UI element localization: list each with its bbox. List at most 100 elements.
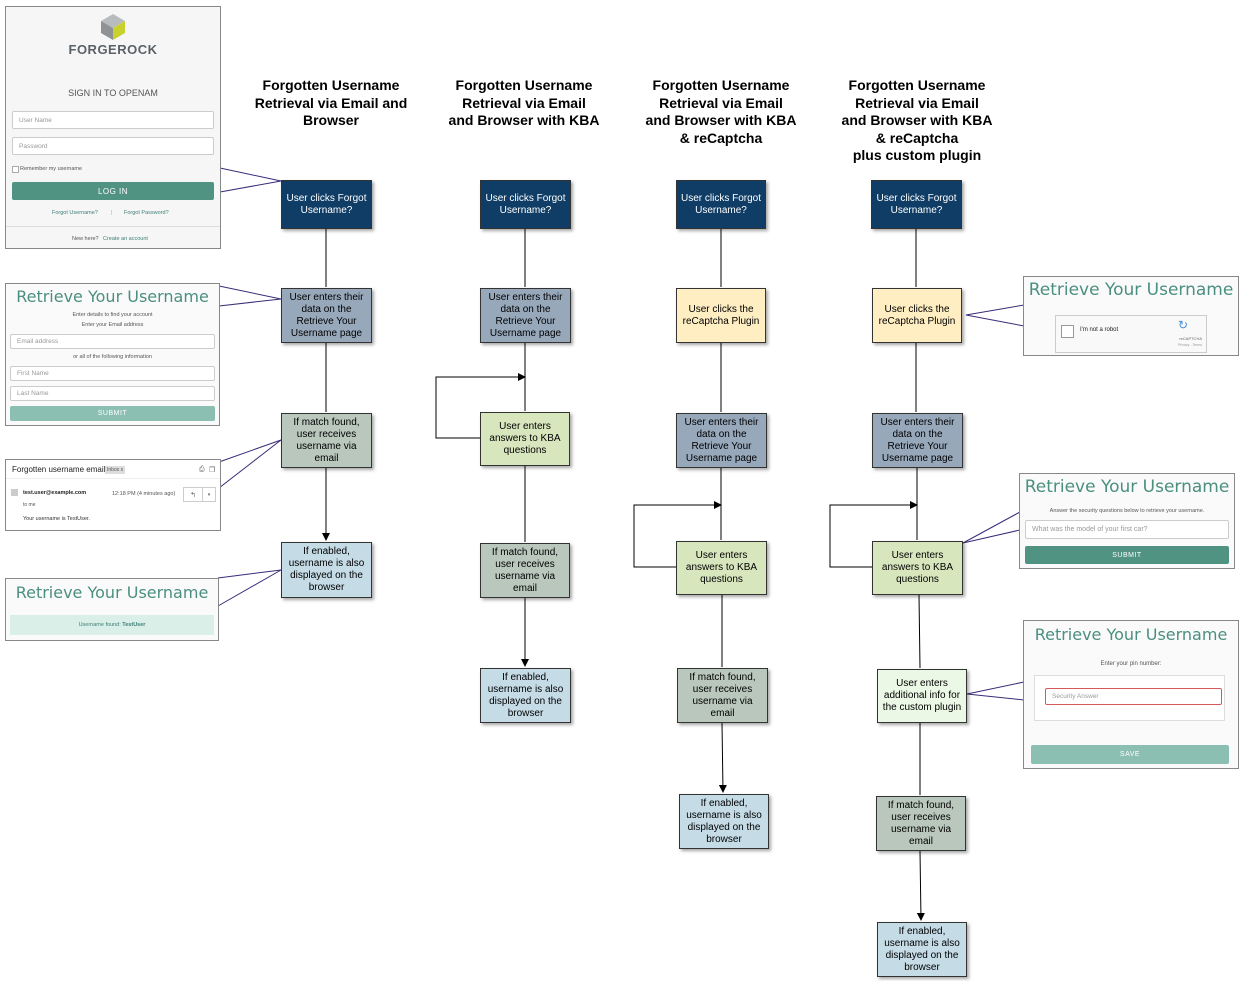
column-title-2: Forgotten Username Retrieval via Email a… [448, 77, 600, 128]
pin-screenshot: Retrieve Your Username Enter your pin nu… [1023, 620, 1239, 769]
not-robot-label: I'm not a robot [1080, 327, 1119, 333]
loop-arrow [435, 373, 526, 439]
reply-icon[interactable]: ↰ [183, 487, 203, 502]
pin-instruction: Enter your pin number: [1100, 661, 1162, 667]
brand-name: FORGEROCK [68, 42, 158, 57]
login-screenshot: FORGEROCK SIGN IN TO OPENAM User Name Pa… [5, 6, 221, 249]
step-kba: User enters answers to KBA questions [676, 541, 767, 595]
email-body: Your username is TestUser. [23, 516, 90, 522]
password-input[interactable]: Password [12, 137, 214, 155]
first-name-input[interactable]: First Name [10, 366, 215, 381]
flow-line [918, 594, 921, 669]
avatar [11, 489, 18, 496]
found-username: TestUser [122, 622, 146, 628]
forgot-password-link[interactable]: Forgot Password? [124, 210, 169, 216]
screenshot-connector [217, 569, 282, 607]
step-match-email: If match found, user receives username v… [281, 413, 372, 468]
username-found-banner: Username found: TestUser [10, 615, 214, 635]
step-display-browser: If enabled, username is also displayed o… [877, 922, 967, 977]
found-label: Username found: [78, 622, 121, 628]
screenshot-connector [962, 511, 1021, 544]
step-recaptcha: User clicks the reCaptcha Plugin [676, 288, 766, 343]
login-heading: SIGN IN TO OPENAM [68, 88, 158, 98]
step-custom-plugin: User enters additional info for the cust… [877, 669, 967, 723]
column-title-3: Forgotten Username Retrieval via Email a… [645, 77, 797, 146]
login-button[interactable]: LOG IN [12, 182, 214, 200]
remember-checkbox[interactable] [12, 166, 19, 173]
screenshot-connector [219, 180, 282, 193]
inbox-tag-label: Inbox [107, 467, 120, 473]
recaptcha-widget[interactable]: I'm not a robot ↻ reCAPTCHA Privacy - Te… [1055, 315, 1207, 353]
retrieve-form-screenshot: Retrieve Your Username Enter details to … [5, 283, 220, 426]
loop-arrow [829, 501, 918, 568]
step-enter-data: User enters their data on the Retrieve Y… [480, 288, 571, 343]
email-to: to me [23, 502, 36, 508]
kba-screenshot: Retrieve Your Username Answer the securi… [1019, 473, 1235, 569]
open-window-icon[interactable]: ❐ [209, 467, 216, 474]
forgot-username-link[interactable]: Forgot Username? [52, 210, 98, 216]
loop-arrow [633, 501, 722, 568]
step-match-email: If match found, user receives username v… [480, 543, 570, 598]
pin-panel: Security Answer [1034, 675, 1225, 721]
screenshot-connector [966, 681, 1025, 695]
recaptcha-icon: ↻ [1178, 318, 1189, 332]
step-kba: User enters answers to KBA questions [480, 412, 570, 466]
username-found-screenshot: Retrieve Your Username Username found: T… [5, 578, 219, 641]
submit-button[interactable]: SUBMIT [10, 406, 215, 421]
step-click-forgot: User clicks Forgot Username? [676, 180, 766, 229]
username-input[interactable]: User Name [12, 111, 214, 129]
screenshot-connector [219, 167, 282, 182]
screenshot-connector [218, 439, 282, 463]
screenshot-connector [218, 298, 282, 307]
email-subject: Forgotten username email [12, 465, 106, 474]
step-match-email: If match found, user receives username v… [677, 668, 768, 723]
remember-label: Remember my username [20, 166, 83, 172]
retrieve-heading: Retrieve Your Username [15, 583, 209, 602]
step-kba: User enters answers to KBA questions [872, 541, 963, 595]
email-from: test.user@example.com [23, 490, 87, 496]
save-button[interactable]: SAVE [1031, 745, 1229, 764]
step-enter-data: User enters their data on the Retrieve Y… [281, 288, 372, 343]
flow-arrow [718, 722, 727, 793]
kba-answer-input[interactable]: What was the model of your first car? [1025, 520, 1229, 539]
column-title-4: Forgotten Username Retrieval via Email a… [841, 77, 993, 163]
retrieve-heading: Retrieve Your Username [1034, 625, 1228, 644]
step-match-email: If match found, user receives username v… [876, 796, 966, 851]
flow-arrow [916, 850, 925, 921]
screenshot-connector [965, 304, 1025, 316]
forgerock-logo-icon [101, 14, 125, 40]
email-input[interactable]: Email address [10, 334, 215, 349]
step-click-forgot: User clicks Forgot Username? [480, 180, 571, 229]
captcha-screenshot: Retrieve Your Username I'm not a robot ↻… [1023, 276, 1239, 356]
last-name-input[interactable]: Last Name [10, 386, 215, 401]
divider [6, 226, 220, 227]
step-enter-data: User enters their data on the Retrieve Y… [872, 413, 963, 468]
submit-button[interactable]: SUBMIT [1025, 546, 1229, 564]
link-separator: | [111, 210, 113, 216]
step-display-browser: If enabled, username is also displayed o… [480, 668, 571, 723]
or-all-text: or all of the following information [73, 354, 152, 360]
screenshot-connector [218, 285, 282, 300]
security-answer-input[interactable]: Security Answer [1045, 688, 1222, 705]
new-here-text: New here? [72, 236, 99, 242]
enter-details-text: Enter details to find your account [72, 312, 153, 318]
screenshot-connector [218, 439, 282, 489]
recaptcha-brand: reCAPTCHA [1179, 336, 1202, 341]
inbox-tag-remove[interactable]: x [120, 467, 124, 473]
print-icon[interactable]: ⎙ [199, 466, 205, 473]
recaptcha-terms[interactable]: Privacy - Terms [1177, 343, 1202, 347]
step-display-browser: If enabled, username is also displayed o… [679, 794, 769, 849]
inbox-tag: Inbox x [105, 466, 126, 474]
retrieve-heading: Retrieve Your Username [1028, 280, 1234, 300]
enter-email-text: Enter your Email address [81, 322, 144, 328]
step-recaptcha: User clicks the reCaptcha Plugin [872, 288, 962, 343]
retrieve-heading: Retrieve Your Username [1024, 477, 1230, 497]
screenshot-connector [966, 693, 1025, 701]
recaptcha-checkbox[interactable] [1061, 325, 1074, 338]
email-screenshot: Forgotten username email Inbox x ⎙ ❐ tes… [5, 459, 221, 531]
screenshot-connector [965, 314, 1025, 327]
screenshot-connector [962, 529, 1021, 544]
create-account-link[interactable]: Create an account [103, 236, 148, 242]
chevron-down-icon[interactable]: ▾ [202, 487, 216, 502]
